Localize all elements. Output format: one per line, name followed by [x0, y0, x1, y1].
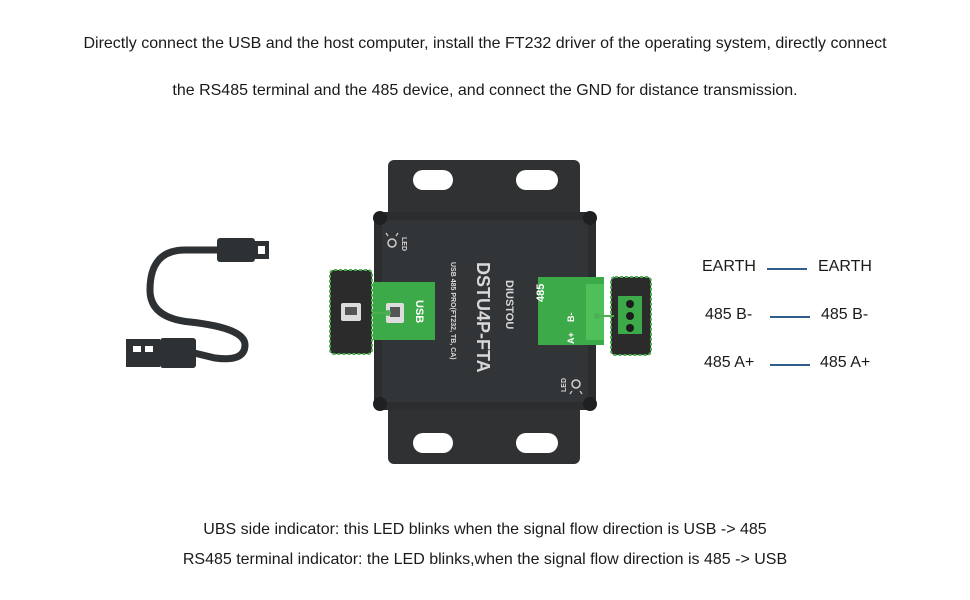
device-model: DSTU4P-FTA — [473, 262, 493, 373]
led-icon-bottom — [569, 379, 583, 395]
terminal-pin-a: A+ — [566, 332, 576, 344]
mounting-plate-top — [388, 160, 580, 220]
usb-port-label: USB — [413, 300, 425, 323]
led-icon-top — [385, 232, 399, 248]
led-label-top: LED — [400, 237, 407, 251]
instruction-line-2: the RS485 terminal and the 485 device, a… — [172, 82, 798, 99]
device-subtitle: USB 485 PRO(FT232, TB, CA) — [449, 262, 456, 360]
wire-right-a: 485 A+ — [820, 354, 871, 371]
wire-right-b: 485 B- — [821, 306, 869, 323]
wire-left-a: 485 A+ — [704, 354, 755, 371]
led-label-bottom: LED — [561, 378, 568, 392]
device-brand: DIUSTOU — [503, 280, 515, 329]
usb-indicator-note: UBS side indicator: this LED blinks when… — [203, 521, 767, 538]
wire-left-b: 485 B- — [705, 306, 753, 323]
wire-earth — [767, 268, 807, 270]
usb-cable-icon — [126, 238, 269, 368]
wire-a — [770, 364, 810, 366]
wire-b — [770, 316, 810, 318]
terminal-label: 485 — [535, 284, 547, 302]
instruction-line-1: Directly connect the USB and the host co… — [83, 35, 887, 52]
mounting-plate-bottom — [388, 400, 580, 464]
rs485-indicator-note: RS485 terminal indicator: the LED blinks… — [182, 551, 788, 568]
terminal-pin-b: B- — [566, 313, 576, 323]
wire-right-earth: EARTH — [818, 258, 872, 275]
wire-left-earth: EARTH — [702, 258, 756, 275]
